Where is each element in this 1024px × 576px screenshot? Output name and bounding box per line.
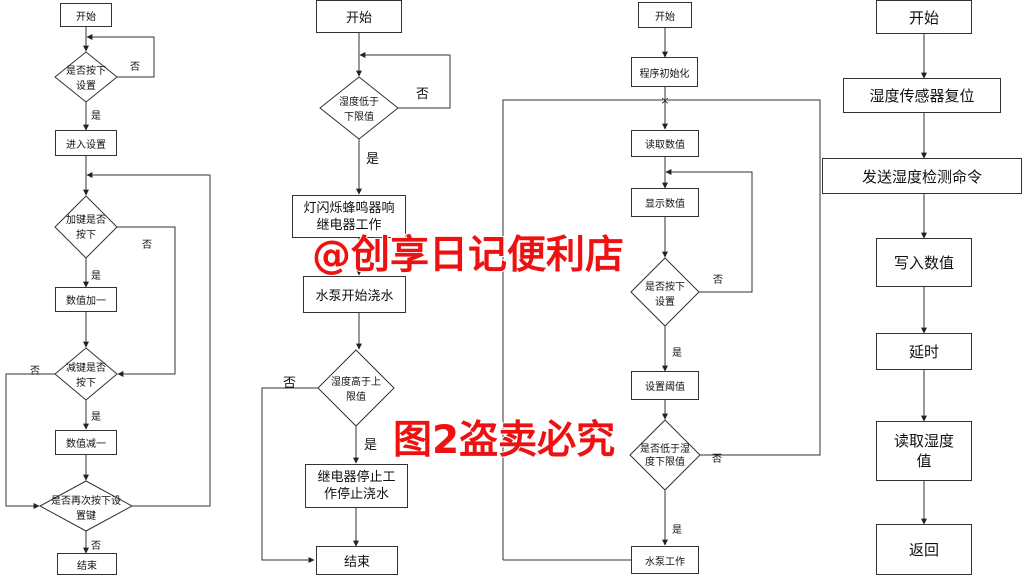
decision-shape [54,347,118,401]
flow4-reset: 湿度传感器复位 [843,78,1001,113]
decision-shape [38,480,134,532]
decision-shape [54,51,118,103]
flow1-enter-setting: 进入设置 [55,130,117,156]
watermark-line2: 图2盗卖必究 [392,417,616,464]
flow1-yes-label: 是 [91,412,101,423]
flow1-value-plus: 数值加一 [55,287,117,312]
decision-shape [629,419,701,491]
decision-shape [630,257,700,327]
flow4-read: 读取湿度值 [876,421,972,481]
flow3-start: 开始 [638,2,692,28]
decision-shape [54,195,118,259]
flow1-no-label: 否 [142,240,152,251]
flow1-no-label: 否 [130,62,140,73]
flow2-end: 结束 [316,546,398,575]
flow2-start: 开始 [316,0,402,33]
flow1-no-label: 否 [91,541,101,552]
flow2-stop: 继电器停止工作停止浇水 [305,464,408,508]
flow1-yes-label: 是 [91,111,101,122]
flow3-yes-label: 是 [672,348,682,359]
flow4-start: 开始 [876,0,972,34]
flow1-end: 结束 [57,553,117,575]
flow3-display: 显示数值 [631,188,699,217]
flow2-yes-label: 是 [364,438,378,453]
flow3-no-label: 否 [712,454,722,465]
watermark-line1: @创享日记便利店 [311,232,625,279]
flow1-value-minus: 数值减一 [55,430,117,455]
flow4-write: 写入数值 [876,238,972,287]
flow3-no-label: 否 [713,275,723,286]
flow1-no-label: 否 [30,366,40,377]
flow2-alarm: 灯闪烁蜂鸣器响继电器工作 [292,195,406,238]
flow1-yes-label: 是 [91,271,101,282]
flow1-start: 开始 [60,3,112,27]
decision-shape [317,349,395,427]
flow3-read: 读取数值 [631,130,699,157]
flow3-pump: 水泵工作 [631,546,699,574]
flow3-yes-label: 是 [672,525,682,536]
flow2-yes-label: 是 [366,152,380,167]
flow2-pump-start: 水泵开始浇水 [303,276,406,313]
flow3-init: 程序初始化 [631,57,698,87]
flow2-no-label: 否 [283,376,297,391]
flow2-no-label: 否 [416,87,430,102]
junction-mark: × [660,94,669,107]
flow4-send: 发送湿度检测命令 [822,158,1022,194]
flow4-delay: 延时 [876,333,972,370]
decision-shape [319,76,399,140]
flow4-return: 返回 [876,524,972,575]
flow3-set-threshold: 设置阈值 [631,371,699,400]
